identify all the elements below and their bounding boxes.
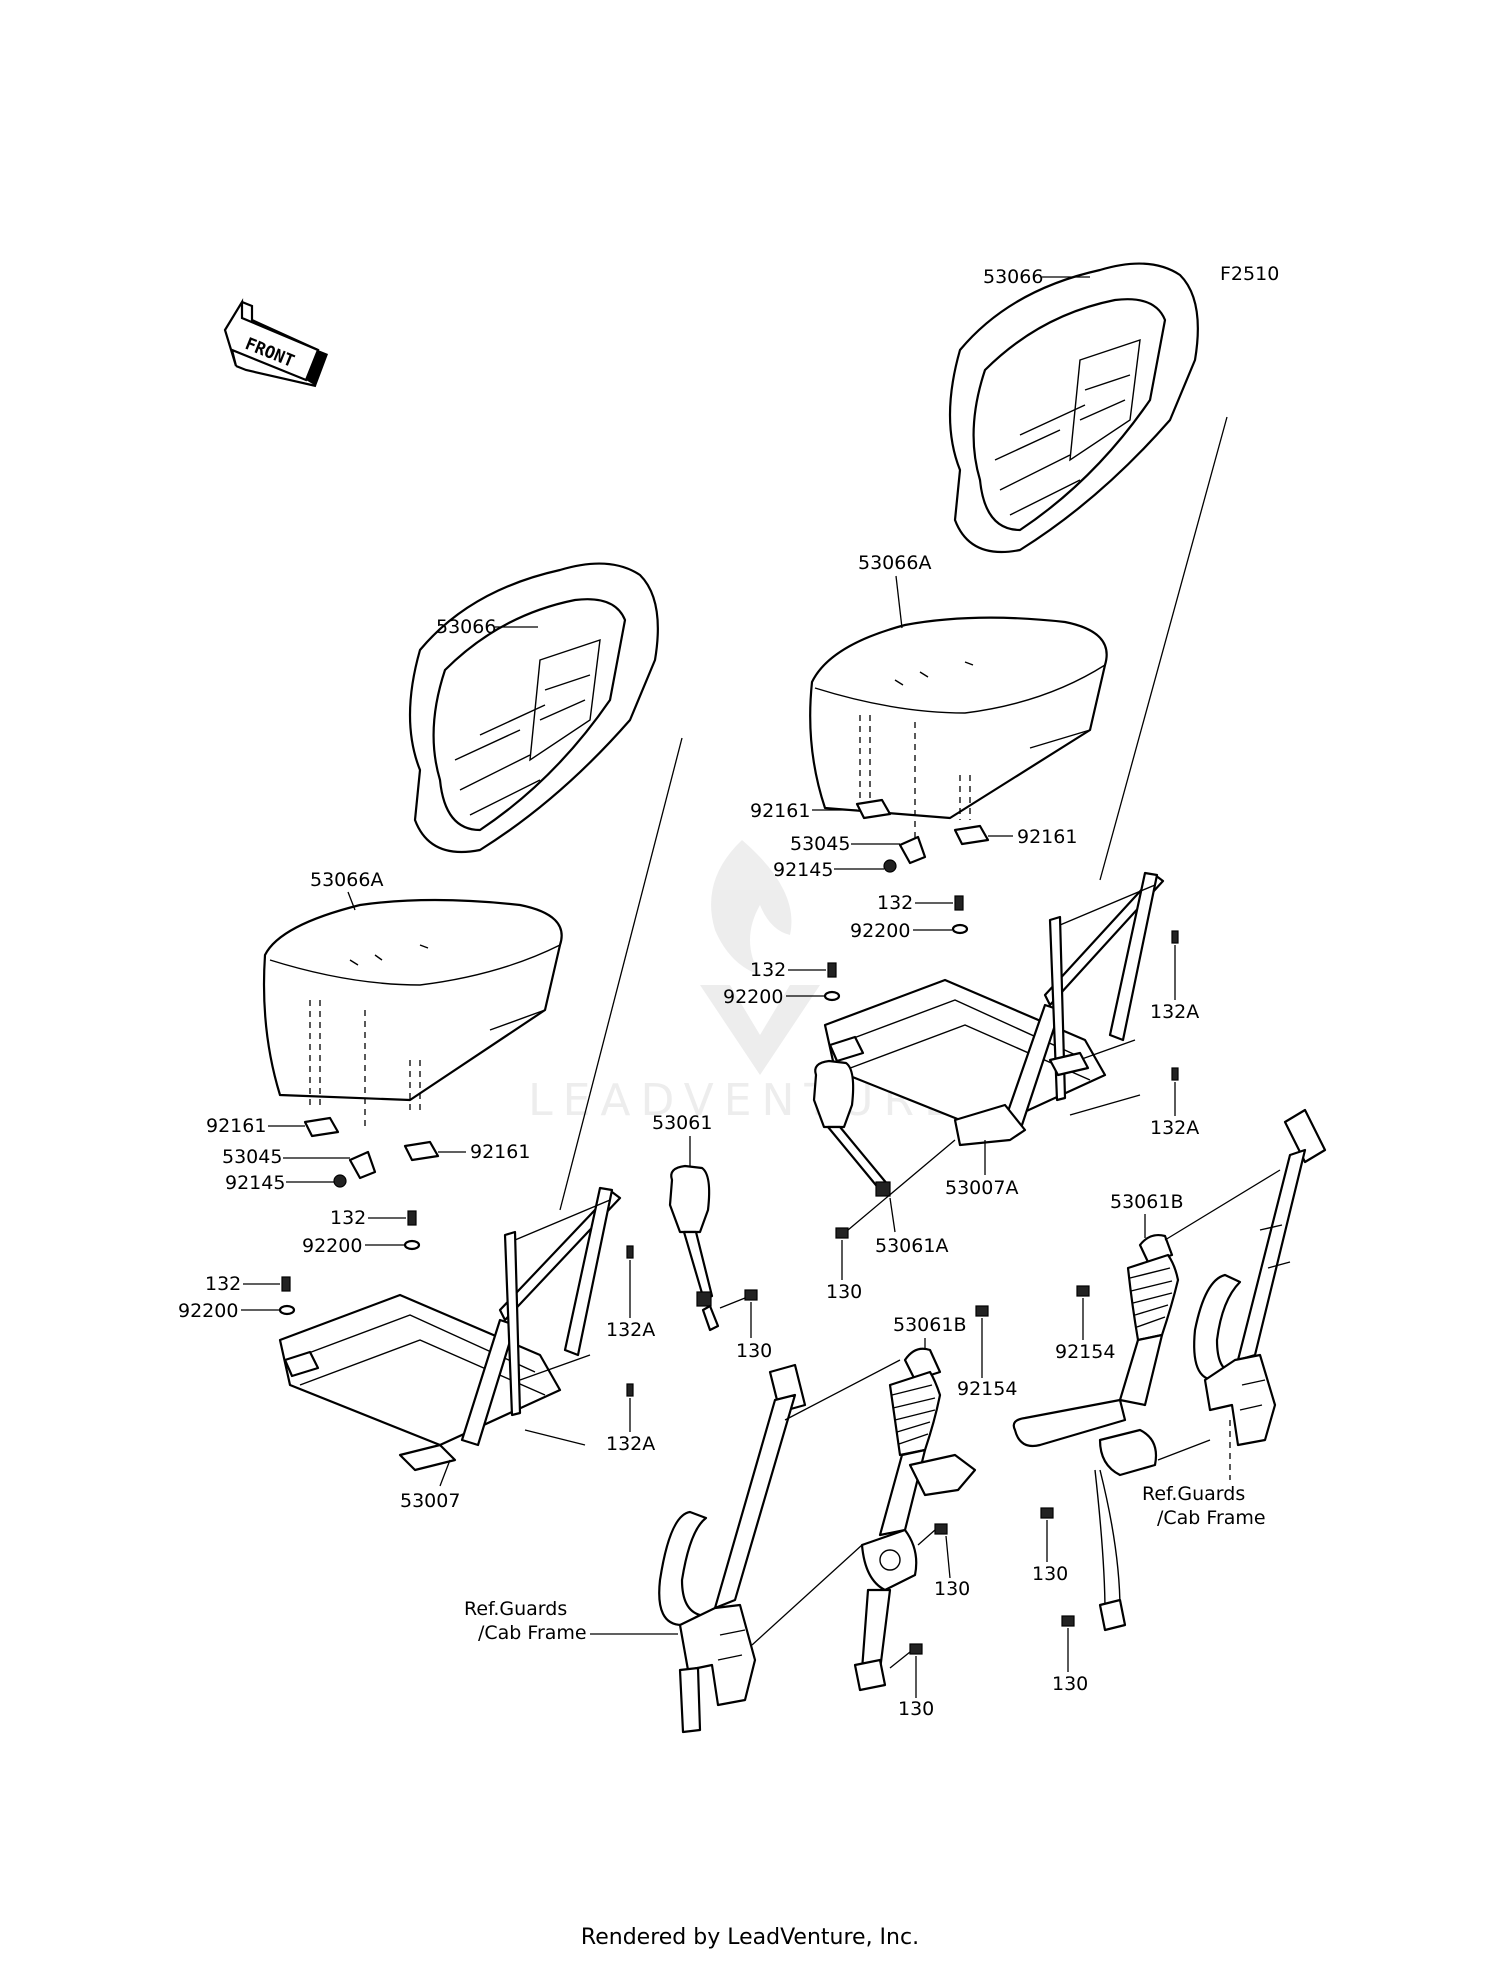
left-frame-label: 53007 [400, 1490, 460, 1512]
right-washer-92200-lower [823, 990, 841, 1002]
left-washer-92200-lower [278, 1304, 296, 1316]
left-belt-lower-bolt-130 [909, 1643, 923, 1655]
right-seat-belt-53061B [1012, 1233, 1180, 1632]
left-seat-cushion-label: 53066A [310, 869, 383, 891]
right-belt-lower-bolt-label: 130 [1052, 1673, 1088, 1695]
right-cab-frame [1193, 1108, 1327, 1447]
right-bolt-132-upper [954, 895, 964, 911]
left-clip-label: 53045 [222, 1146, 282, 1168]
left-seat-cushion [262, 898, 563, 1130]
left-seat-frame-53007 [278, 1186, 622, 1472]
left-clamp-label: 92145 [225, 1172, 285, 1194]
left-cab-frame [658, 1363, 807, 1734]
right-seat-cushion [809, 616, 1108, 840]
right-buckle-label: 53061A [875, 1235, 948, 1257]
left-belt-nut-92154 [975, 1305, 989, 1317]
left-ref-label-1: Ref.Guards [464, 1598, 567, 1620]
right-washer-label-lower: 92200 [723, 986, 783, 1008]
right-ref-label-2: /Cab Frame [1157, 1507, 1266, 1529]
right-seat-cushion-label: 53066A [858, 552, 931, 574]
left-seat-back-label: 53066 [436, 616, 496, 638]
right-bolt-132-lower [827, 962, 837, 978]
left-buckle-53061 [668, 1164, 720, 1332]
right-clamp-92145 [883, 859, 897, 873]
left-bracket-92161-b [403, 1140, 440, 1162]
left-buckle-label: 53061 [652, 1112, 712, 1134]
left-bolt-132-lower [281, 1276, 291, 1292]
right-bolt-132A-upper [1171, 930, 1179, 944]
right-belt-lower-bolt-130 [1061, 1615, 1075, 1627]
right-washer-92200-upper [951, 923, 969, 935]
right-buckle-bolt-label: 130 [826, 1281, 862, 1303]
left-belt-lower-bolt-label: 130 [898, 1698, 934, 1720]
footer-credit: Rendered by LeadVenture, Inc. [580, 1925, 920, 1950]
right-belt-nut-92154 [1076, 1285, 1090, 1297]
right-bolt-rear-label-upper: 132A [1150, 1001, 1199, 1023]
right-clamp-label: 92145 [773, 859, 833, 881]
left-belt-retractor-bolt-label: 130 [934, 1578, 970, 1600]
left-washer-label-upper: 92200 [302, 1235, 362, 1257]
right-buckle-bolt-130 [835, 1227, 849, 1239]
left-bolt-label-upper: 132 [330, 1207, 366, 1229]
left-bolt-132A-lower [626, 1383, 634, 1397]
left-seat-back [408, 562, 659, 854]
left-bracket-92161-a [303, 1116, 340, 1138]
left-buckle-bolt-130 [744, 1289, 758, 1301]
left-seat-belt-53061B [853, 1347, 977, 1692]
right-clip-label: 53045 [790, 833, 850, 855]
right-bracket-92161-a [855, 798, 892, 820]
right-ref-label-1: Ref.Guards [1142, 1483, 1245, 1505]
left-belt-nut-label: 92154 [957, 1378, 1017, 1400]
left-bolt-rear-label-lower: 132A [606, 1433, 655, 1455]
right-belt-retractor-bolt-130 [1040, 1507, 1054, 1519]
left-belt-retractor-bolt-130 [934, 1523, 948, 1535]
right-seat-back [948, 262, 1199, 554]
left-bracket-label-a: 92161 [206, 1115, 266, 1137]
left-buckle-bolt-label: 130 [736, 1340, 772, 1362]
front-arrow-icon: FRONT [223, 298, 328, 388]
left-clamp-92145 [333, 1174, 347, 1188]
left-clip-53045 [348, 1150, 377, 1180]
right-seat-back-label: 53066 [983, 266, 1043, 288]
left-bolt-rear-label-upper: 132A [606, 1319, 655, 1341]
diagram-id: F2510 [1220, 263, 1279, 285]
left-bolt-label-lower: 132 [205, 1273, 241, 1295]
right-bolt-label-upper: 132 [877, 892, 913, 914]
right-bracket-label-b: 92161 [1017, 826, 1077, 848]
right-bracket-label-a: 92161 [750, 800, 810, 822]
left-bolt-132-upper [407, 1210, 417, 1226]
left-washer-92200-upper [403, 1239, 421, 1251]
right-seat-frame-53007A [823, 871, 1165, 1147]
right-buckle-53061A [812, 1059, 891, 1197]
left-bolt-132A-upper [626, 1245, 634, 1259]
left-washer-label-lower: 92200 [178, 1300, 238, 1322]
right-bracket-92161-b [953, 824, 990, 846]
right-clip-53045 [898, 835, 927, 865]
left-belt-label: 53061B [893, 1314, 966, 1336]
right-belt-label: 53061B [1110, 1191, 1183, 1213]
right-bolt-132A-lower [1171, 1067, 1179, 1081]
right-belt-nut-label: 92154 [1055, 1341, 1115, 1363]
left-ref-label-2: /Cab Frame [478, 1622, 587, 1644]
right-bolt-label-lower: 132 [750, 959, 786, 981]
right-frame-label: 53007A [945, 1177, 1018, 1199]
right-belt-retractor-bolt-label: 130 [1032, 1563, 1068, 1585]
right-bolt-rear-label-lower: 132A [1150, 1117, 1199, 1139]
right-washer-label-upper: 92200 [850, 920, 910, 942]
left-bracket-label-b: 92161 [470, 1141, 530, 1163]
